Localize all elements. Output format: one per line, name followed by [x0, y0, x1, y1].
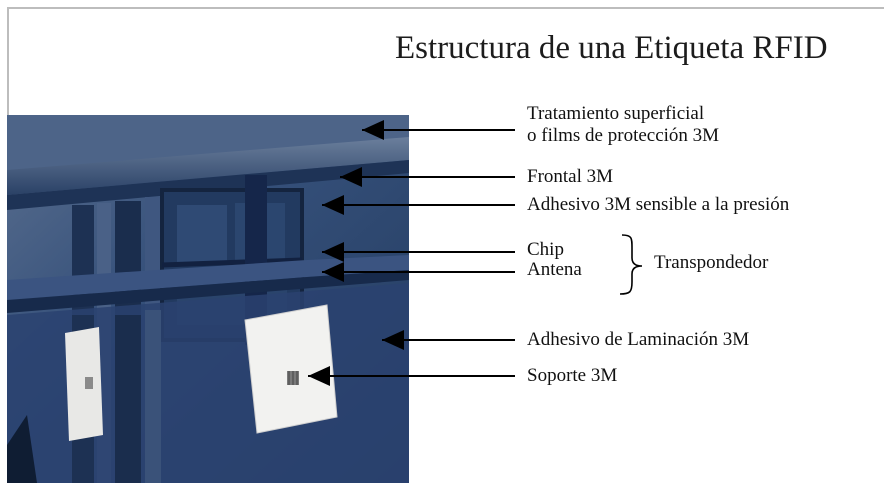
rfid-crate-photo	[7, 115, 409, 483]
label-frontal: Frontal 3M	[527, 166, 614, 187]
label-tratamiento-line2: o films de protección 3M	[527, 125, 720, 146]
label-transpondedor: Transpondedor	[654, 252, 769, 273]
label-tratamiento-line1: Tratamiento superficial	[527, 103, 705, 124]
label-soporte: Soporte 3M	[527, 365, 618, 386]
label-antena: Antena	[527, 259, 582, 280]
label-chip: Chip	[527, 239, 564, 260]
label-adhesivo-laminacion: Adhesivo de Laminación 3M	[527, 329, 750, 350]
diagram-title: Estructura de una Etiqueta RFID	[395, 30, 828, 66]
label-adhesivo-presion: Adhesivo 3M sensible a la presión	[527, 194, 790, 215]
